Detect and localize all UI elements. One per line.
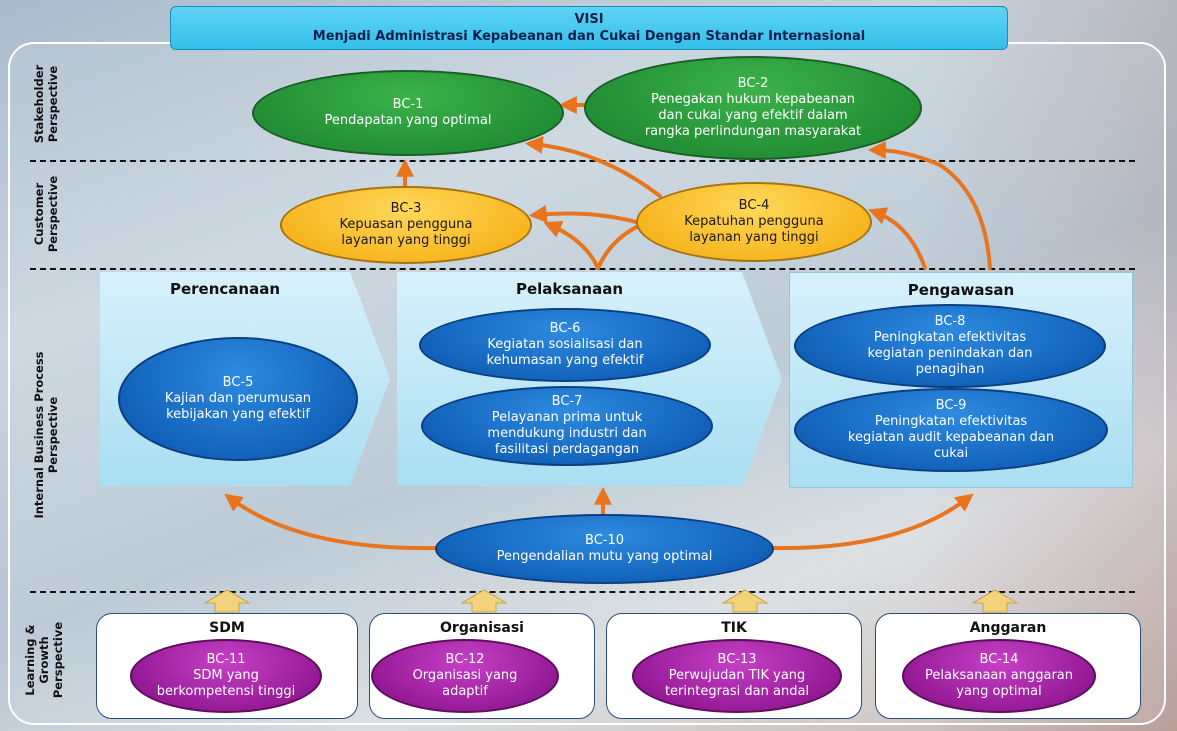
objective-bc11-line2: berkompetensi tinggi [156,684,296,699]
objective-bc3[interactable]: BC-3 Kepuasan pengguna layanan yang ting… [280,186,532,264]
objective-bc2-code: BC-2 [737,76,769,91]
objective-bc12-line2: adaptif [442,684,488,699]
vision-label: VISI [574,12,604,27]
objective-bc4-code: BC-4 [738,198,770,213]
objective-bc9-code: BC-9 [935,398,967,413]
objective-bc3-line2: layanan yang tinggi [341,233,471,248]
objective-bc13-line2: terintegrasi dan andal [664,684,810,699]
objective-bc7-line2: mendukung industri dan [487,426,647,441]
box-tik-title: TIK [721,620,747,636]
objective-bc6-line2: kehumasan yang efektif [486,353,644,368]
objective-bc9-line3: cukai [933,446,969,461]
objective-bc9-line1: Peningkatan efektivitas [874,414,1028,429]
arrow-bc10-to-perencanaan [224,493,437,551]
panel-pengawasan-title: Pengawasan [907,281,1015,299]
objective-bc14-line1: Pelaksanaan anggaran [925,668,1073,683]
vision-text: Menjadi Administrasi Kepabeanan dan Cuka… [312,29,866,44]
objective-bc13-code: BC-13 [717,652,757,667]
objective-bc11[interactable]: BC-11 SDM yang berkompetensi tinggi [130,639,322,713]
objective-bc1-code: BC-1 [392,97,424,112]
objective-bc2-line2: dan cukai yang efektif dalam [658,108,848,123]
objective-bc6-line1: Kegiatan sosialisasi dan [487,337,643,352]
arrow-bc4-to-bc3 [528,205,638,224]
arrow-bc4-to-bc1 [524,135,662,198]
up-arrow-tik [721,589,769,613]
objective-bc9[interactable]: BC-9 Peningkatan efektivitas kegiatan au… [794,388,1108,472]
up-arrow-organisasi [460,589,508,613]
panel-perencanaan-title: Perencanaan [169,280,281,298]
panel-pelaksanaan-title: Pelaksanaan [515,280,624,298]
objective-bc5-line1: Kajian dan perumusan [164,391,312,406]
objective-bc10-text: Pengendalian mutu yang optimal [496,549,713,564]
objective-bc12-line1: Organisasi yang [412,668,518,683]
objective-bc4-line2: layanan yang tinggi [689,230,819,245]
objective-bc12-code: BC-12 [445,652,485,667]
objective-bc5-line2: kebijakan yang efektif [166,407,310,422]
arrow-bc10-to-pengawasan [772,493,974,551]
up-arrow-anggaran [971,589,1019,613]
objective-bc3-code: BC-3 [390,201,422,216]
objective-bc13-line1: Perwujudan TIK yang [668,668,806,683]
arrow-pengawasan-to-bc4 [868,207,927,270]
objective-bc1-text: Pendapatan yang optimal [324,113,492,128]
arrow-pengawasan-to-bc2 [867,141,992,270]
divider-customer-internal [30,268,1135,270]
objective-bc8-line3: penagihan [915,362,985,377]
objective-bc6[interactable]: BC-6 Kegiatan sosialisasi dan kehumasan … [419,308,711,382]
objective-bc8-line1: Peningkatan efektivitas [873,330,1027,345]
up-arrow-sdm [203,589,251,613]
objective-bc7[interactable]: BC-7 Pelayanan prima untuk mendukung ind… [421,386,713,466]
objective-bc10[interactable]: BC-10 Pengendalian mutu yang optimal [435,514,774,584]
vision-banner: VISI Menjadi Administrasi Kepabeanan dan… [170,6,1008,50]
objective-bc2-line1: Penegakan hukum kepabeanan [650,92,856,107]
objective-bc4[interactable]: BC-4 Kepatuhan pengguna layanan yang tin… [636,182,872,262]
objective-bc8[interactable]: BC-8 Peningkatan efektivitas kegiatan pe… [794,304,1106,388]
divider-stakeholder-customer [30,160,1135,162]
objective-bc8-line2: kegiatan penindakan dan [867,346,1033,361]
objective-bc1[interactable]: BC-1 Pendapatan yang optimal [252,70,564,156]
objective-bc7-code: BC-7 [551,394,583,409]
objective-bc10-code: BC-10 [585,533,624,548]
objective-bc14-code: BC-14 [979,652,1019,667]
objective-bc9-line2: kegiatan audit kepabeanan dan [847,430,1055,445]
arrow-pelaksanaan-to-bc3 [543,220,600,270]
objective-bc12[interactable]: BC-12 Organisasi yang adaptif [371,639,559,713]
objective-bc11-line1: SDM yang [193,668,259,683]
box-organisasi-title: Organisasi [440,620,524,636]
objective-bc14[interactable]: BC-14 Pelaksanaan anggaran yang optimal [902,639,1096,713]
objective-bc11-code: BC-11 [206,652,246,667]
objective-bc3-line1: Kepuasan pengguna [339,217,473,232]
box-anggaran-title: Anggaran [969,620,1047,636]
objective-bc2[interactable]: BC-2 Penegakan hukum kepabeanan dan cuka… [584,56,922,160]
objective-bc5-code: BC-5 [222,375,254,390]
objective-bc14-line2: yang optimal [956,684,1042,699]
divider-internal-learning [30,591,1135,593]
objective-bc2-line3: rangka perlindungan masyarakat [644,124,862,139]
objective-bc13[interactable]: BC-13 Perwujudan TIK yang terintegrasi d… [632,639,842,713]
objective-bc8-code: BC-8 [934,314,966,329]
objective-bc6-code: BC-6 [549,321,581,336]
objective-bc7-line3: fasilitasi perdagangan [494,442,640,457]
objective-bc5[interactable]: BC-5 Kajian dan perumusan kebijakan yang… [118,337,358,461]
objective-bc4-line1: Kepatuhan pengguna [684,214,824,229]
box-sdm-title: SDM [209,620,245,636]
objective-bc7-line1: Pelayanan prima untuk [491,410,643,425]
